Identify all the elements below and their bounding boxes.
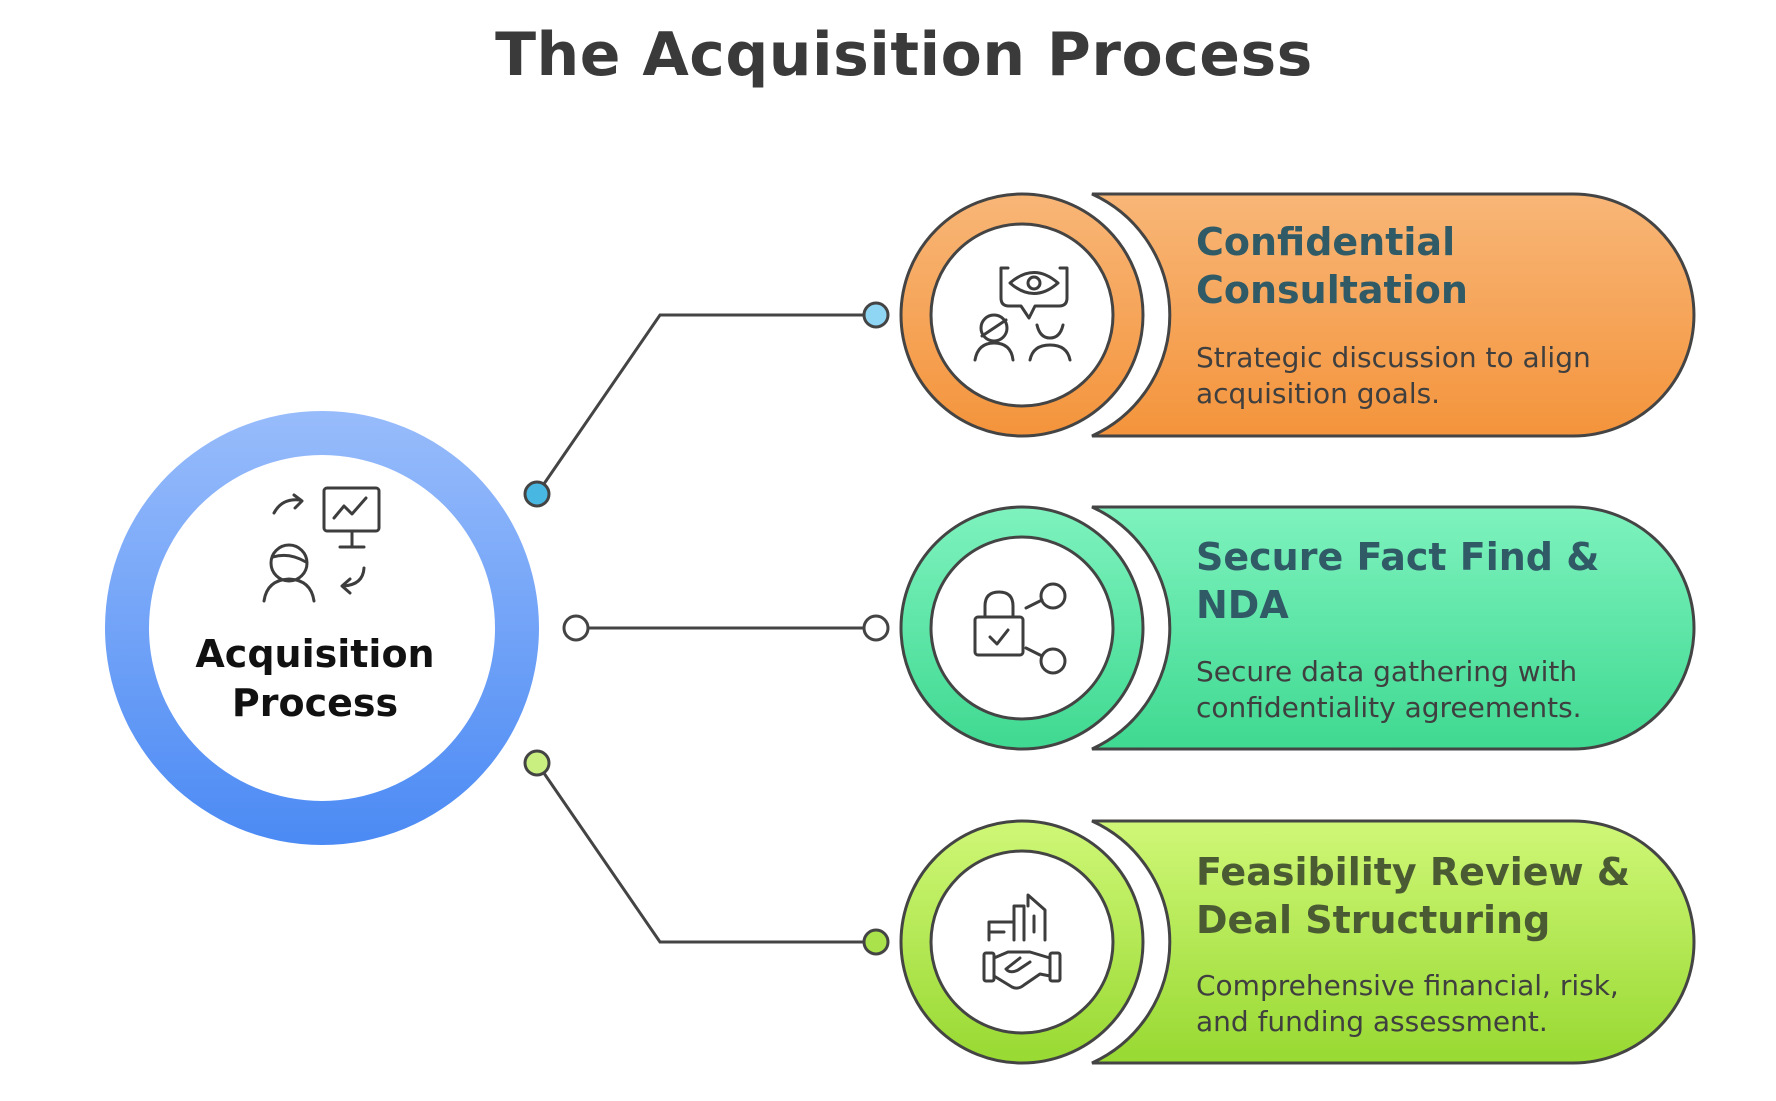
center-node-label: Acquisition Process xyxy=(170,630,460,728)
connector-3-start-dot xyxy=(523,749,551,777)
center-label-line-1: Acquisition xyxy=(195,632,435,676)
handshake-buildings-icon xyxy=(982,893,1062,990)
step-card-1 xyxy=(899,192,1696,438)
step-1-title: Confidential Consultation xyxy=(1196,220,1468,312)
lock-share-icon xyxy=(973,582,1067,675)
step-2-description: Secure data gathering with confidentiali… xyxy=(1196,655,1582,724)
connector-3 xyxy=(535,762,876,944)
consultation-eye-people-icon xyxy=(973,266,1072,362)
step-3-description: Comprehensive financial, risk, and fundi… xyxy=(1196,969,1619,1038)
step-1-description: Strategic discussion to align acquisitio… xyxy=(1196,341,1591,410)
meeting-presentation-icon xyxy=(262,486,381,603)
center-node xyxy=(105,411,539,845)
page-title: The Acquisition Process xyxy=(495,20,1313,90)
center-label-line-2: Process xyxy=(231,681,399,725)
connector-1 xyxy=(535,313,876,495)
step-card-3 xyxy=(899,819,1696,1065)
step-3-title: Feasibility Review & Deal Structuring xyxy=(1196,850,1630,942)
connector-1-end-dot xyxy=(862,301,890,329)
connector-2-end-dot xyxy=(862,614,890,642)
step-2-title: Secure Fact Find & NDA xyxy=(1196,535,1600,627)
connector-3-end-dot xyxy=(862,928,890,956)
connector-1-start-dot xyxy=(523,480,551,508)
connector-2-start-dot xyxy=(562,614,590,642)
